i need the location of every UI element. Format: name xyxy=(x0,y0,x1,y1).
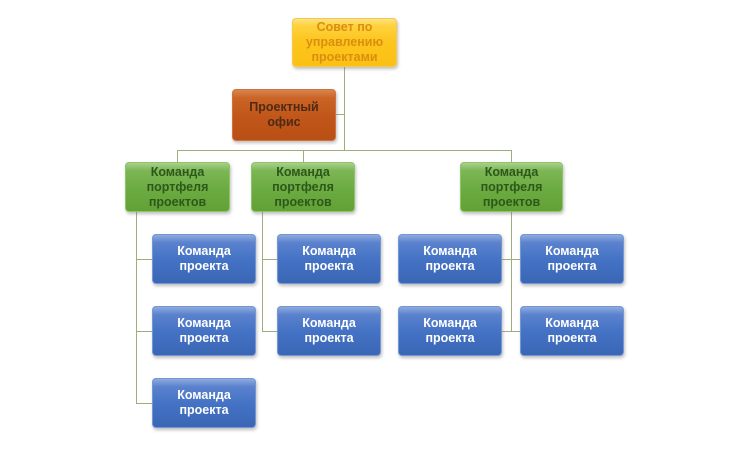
org-node-label: Команда проекта xyxy=(545,244,599,273)
org-node-team-3-2[interactable]: Команда проекта xyxy=(520,234,624,284)
connector-stub-team-1-1 xyxy=(136,259,152,260)
org-node-label: Команда проекта xyxy=(545,316,599,345)
org-node-team-1-1[interactable]: Команда проекта xyxy=(152,234,256,284)
org-node-label: Совет по управлению проектами xyxy=(305,20,384,64)
org-node-label: Команда проекта xyxy=(423,244,477,273)
connector-stub-team-1-2 xyxy=(136,331,152,332)
connector-office-branch xyxy=(336,114,345,115)
org-node-team-2-1[interactable]: Команда проекта xyxy=(277,234,381,284)
connector-drop-portfolio-3 xyxy=(511,150,512,162)
connector-hang-portfolio-3 xyxy=(511,212,512,331)
connector-drop-portfolio-2 xyxy=(303,150,304,162)
org-node-portfolio-2[interactable]: Команда портфеля проектов xyxy=(251,162,355,212)
org-node-team-1-2[interactable]: Команда проекта xyxy=(152,306,256,356)
org-node-label: Команда проекта xyxy=(302,316,356,345)
org-node-label: Команда проекта xyxy=(302,244,356,273)
org-node-label: Проектный офис xyxy=(249,100,319,129)
org-node-label: Команда проекта xyxy=(177,388,231,417)
org-node-label: Команда проекта xyxy=(177,244,231,273)
org-node-label: Команда портфеля проектов xyxy=(146,164,209,209)
connector-stub-team-2-2 xyxy=(262,331,277,332)
connector-hang-portfolio-2 xyxy=(262,212,263,331)
org-node-team-1-3[interactable]: Команда проекта xyxy=(152,378,256,428)
org-node-portfolio-1[interactable]: Команда портфеля проектов xyxy=(125,162,230,212)
org-node-team-3-3[interactable]: Команда проекта xyxy=(398,306,502,356)
connector-stub-team-3-row2 xyxy=(502,331,520,332)
org-node-board[interactable]: Совет по управлению проектами xyxy=(292,18,397,67)
connector-drop-portfolio-1 xyxy=(177,150,178,162)
connector-stub-team-1-3 xyxy=(136,403,152,404)
org-node-label: Команда портфеля проектов xyxy=(272,164,334,209)
org-node-team-3-1[interactable]: Команда проекта xyxy=(398,234,502,284)
org-node-label: Команда портфеля проектов xyxy=(480,164,543,209)
connector-stub-team-2-1 xyxy=(262,259,277,260)
org-node-team-3-4[interactable]: Команда проекта xyxy=(520,306,624,356)
connector-distribution xyxy=(177,150,512,151)
connector-hang-portfolio-1 xyxy=(136,212,137,403)
org-node-office[interactable]: Проектный офис xyxy=(232,89,336,141)
connector-stub-team-3-row1 xyxy=(502,259,520,260)
org-node-label: Команда проекта xyxy=(177,316,231,345)
connector-board-trunk xyxy=(344,67,345,150)
org-node-portfolio-3[interactable]: Команда портфеля проектов xyxy=(460,162,563,212)
org-node-label: Команда проекта xyxy=(423,316,477,345)
org-node-team-2-2[interactable]: Команда проекта xyxy=(277,306,381,356)
